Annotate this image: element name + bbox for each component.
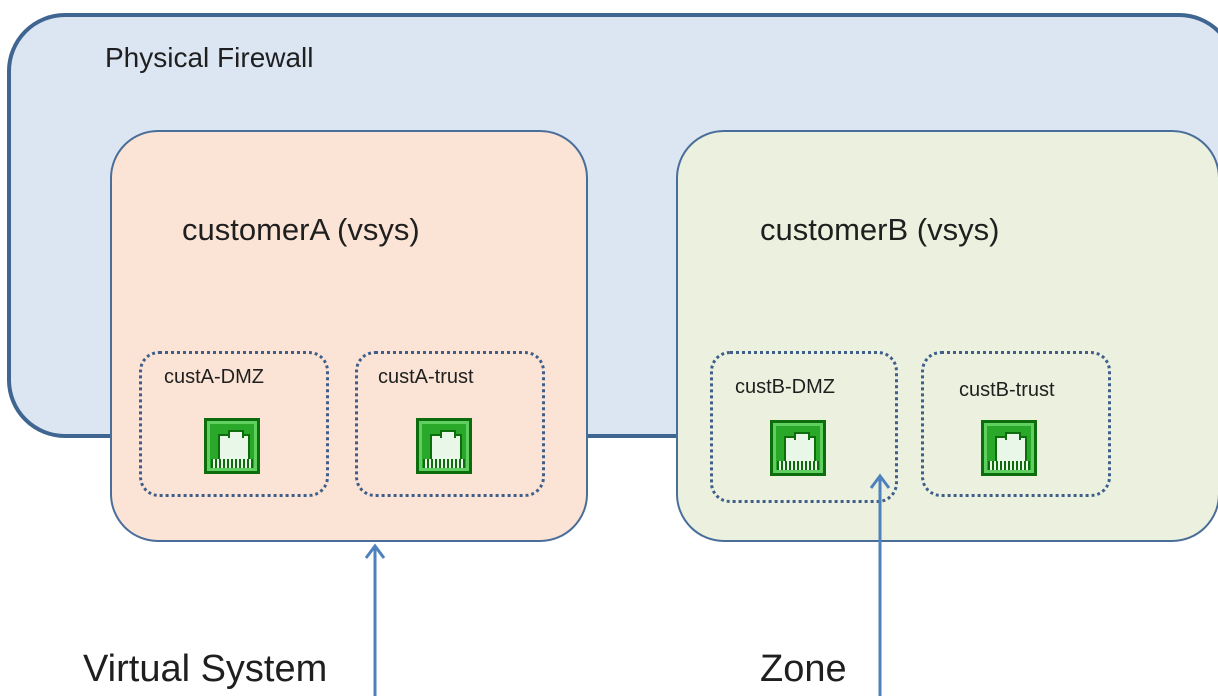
zone-label-annotation: Zone (760, 648, 847, 690)
ethernet-port-icon (770, 420, 826, 476)
zone-custB-DMZ: custB-DMZ (710, 351, 898, 503)
ethernet-port-icon (416, 418, 472, 474)
virtual-system-label: Virtual System (83, 648, 328, 690)
zone-label: custB-trust (959, 379, 1055, 401)
zone-label: custA-trust (378, 366, 474, 388)
ethernet-port-icon (204, 418, 260, 474)
arrow-to-zone (869, 473, 891, 696)
zone-label: custB-DMZ (735, 376, 835, 398)
vsys-customer-a-title: customerA (vsys) (182, 212, 420, 247)
vsys-customer-a: customerA (vsys) custA-DMZ custA-trust (110, 130, 588, 542)
arrow-to-vsys (364, 543, 386, 696)
vsys-customer-b: customerB (vsys) custB-DMZ custB-trust (676, 130, 1218, 542)
zone-custA-DMZ: custA-DMZ (139, 351, 329, 497)
zone-custB-trust: custB-trust (921, 351, 1111, 497)
zone-custA-trust: custA-trust (355, 351, 545, 497)
physical-firewall-label: Physical Firewall (105, 42, 314, 73)
vsys-customer-b-title: customerB (vsys) (760, 212, 1000, 247)
zone-label: custA-DMZ (164, 366, 264, 388)
ethernet-port-icon (981, 420, 1037, 476)
